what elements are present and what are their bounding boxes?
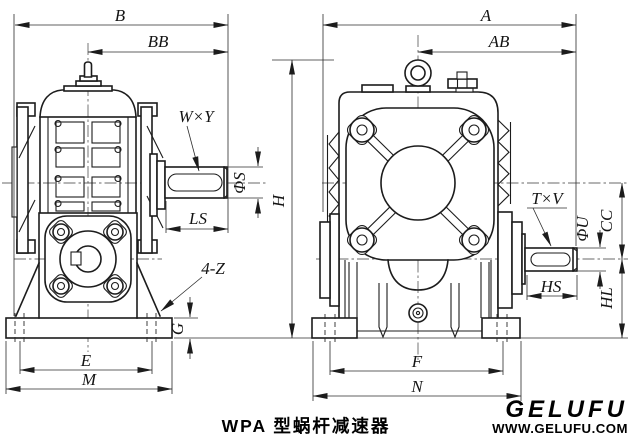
side-view-dimensions: B BB W×Y ΦS LS 4-Z G E bbox=[5, 6, 334, 394]
logo-brand-text: GELUFU bbox=[505, 396, 628, 423]
dim-label-phiu: ΦU bbox=[573, 215, 592, 242]
side-view: B BB W×Y ΦS LS 4-Z G E bbox=[2, 6, 334, 394]
drawing-caption: WPA 型蜗杆减速器 bbox=[222, 416, 391, 436]
vent-plug-stem bbox=[83, 61, 93, 78]
dim-label-bb: BB bbox=[148, 32, 169, 51]
output-shaft-keyway bbox=[167, 173, 223, 192]
vent-plug bbox=[447, 71, 478, 93]
front-view-bottom bbox=[311, 259, 521, 342]
output-shaft bbox=[164, 166, 228, 199]
side-view-left-flange bbox=[11, 102, 36, 254]
dim-label-b: B bbox=[115, 6, 126, 25]
side-view-right-flange bbox=[137, 102, 166, 254]
dim-label-4z: 4-Z bbox=[201, 259, 225, 278]
front-cover bbox=[345, 107, 495, 261]
dim-label-tv: T×V bbox=[531, 189, 565, 208]
lifting-eye-bolt bbox=[404, 59, 432, 93]
worm-shaft-key-slot bbox=[70, 251, 82, 266]
left-foot bbox=[311, 317, 358, 339]
cover-bolts bbox=[49, 220, 127, 298]
worm-input-shaft bbox=[497, 211, 578, 309]
dim-label-wy: W×Y bbox=[178, 107, 215, 126]
front-view-dimensions: A AB T×V ΦU CC HL HS F bbox=[312, 6, 625, 401]
right-side-fins bbox=[497, 119, 512, 207]
worm-rear-bearing-cap bbox=[319, 213, 340, 307]
right-foot bbox=[481, 317, 521, 339]
wheel-bore-circle bbox=[380, 145, 456, 221]
input-shaft-keyway bbox=[530, 252, 571, 267]
fin-end-holes bbox=[54, 119, 122, 208]
side-view-base bbox=[5, 261, 173, 342]
worm-end-cover bbox=[44, 215, 132, 303]
dim-label-ls: LS bbox=[188, 209, 207, 228]
dim-label-a: A bbox=[480, 6, 492, 25]
dim-label-h: H bbox=[269, 193, 288, 208]
gelufu-logo: GELUFU WWW.GELUFU.COM bbox=[492, 396, 628, 436]
dim-label-cc: CC bbox=[597, 209, 616, 232]
side-view-top-cap bbox=[39, 61, 137, 118]
dim-label-e: E bbox=[80, 351, 92, 370]
dim-label-hs: HS bbox=[540, 277, 562, 296]
front-view: A AB T×V ΦU CC HL HS F bbox=[311, 6, 628, 401]
dim-label-phis: ΦS bbox=[230, 172, 249, 194]
dim-label-n: N bbox=[410, 377, 424, 396]
dim-label-g: G bbox=[168, 323, 187, 335]
nameplate-tab bbox=[361, 84, 394, 93]
dim-label-f: F bbox=[411, 352, 423, 371]
dim-label-hl: HL bbox=[597, 287, 616, 310]
dim-label-m: M bbox=[81, 370, 97, 389]
drain-plug bbox=[408, 303, 428, 323]
cover-bolt-heads bbox=[349, 117, 487, 253]
dim-label-ab: AB bbox=[488, 32, 510, 51]
side-view-fin-box bbox=[39, 116, 137, 214]
logo-website-text: WWW.GELUFU.COM bbox=[492, 421, 628, 436]
side-view-body bbox=[38, 212, 138, 319]
